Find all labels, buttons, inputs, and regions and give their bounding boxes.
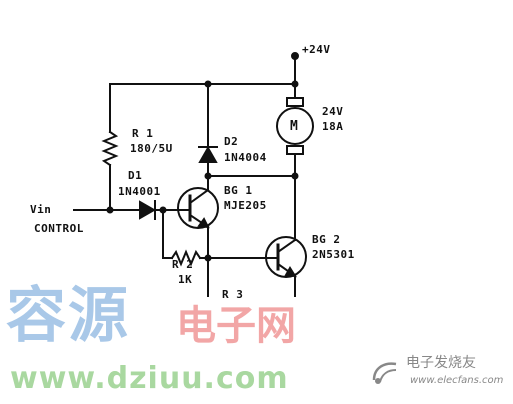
r3-ref-label: R 3	[222, 288, 244, 301]
elecfans-logo-text: 电子发烧友	[406, 355, 476, 371]
bg1-part-label: MJE205	[224, 199, 267, 212]
motor-voltage-label: 24V	[322, 105, 344, 118]
bg1-circle	[177, 187, 219, 229]
bg2-ref-label: BG 2	[312, 233, 341, 246]
r2-resistor	[162, 209, 209, 267]
vin-label: Vin	[30, 203, 52, 216]
watermark-brand: 容源	[6, 281, 130, 351]
r1-resistor	[101, 83, 119, 214]
elecfans-logo-icon	[372, 362, 397, 384]
motor-brush-top	[286, 97, 304, 107]
r1-value-label: 180/5U	[130, 142, 173, 155]
d2-part-label: 1N4004	[224, 151, 267, 164]
d1-ref-label: D1	[128, 169, 143, 182]
elecfans-logo-url: www.elecfans.com	[410, 375, 504, 386]
bg2-part-label: 2N5301	[312, 248, 355, 261]
r1-ref-label: R 1	[132, 127, 154, 140]
r2-value-label: 1K	[178, 273, 193, 286]
d1-triangle	[139, 200, 157, 220]
bg2-collector-lead	[276, 238, 297, 254]
motor-current-label: 18A	[322, 120, 344, 133]
bg1-emitter-arrow	[197, 217, 210, 229]
bg1-transistor	[177, 175, 219, 262]
supply-rail	[109, 52, 299, 88]
d2-triangle	[198, 145, 218, 163]
bg2-emitter-arrow	[284, 266, 297, 278]
bg2-circle	[265, 236, 307, 278]
d1-diode	[139, 200, 181, 220]
motor-circle	[276, 107, 314, 145]
d2-ref-label: D2	[224, 135, 239, 148]
watermark-subtitle: 电子网	[176, 303, 296, 349]
bg1-collector-lead	[188, 188, 210, 205]
d2-diode	[198, 83, 218, 180]
watermark-url: www.dziuu.com	[10, 361, 289, 396]
bg2-transistor	[265, 231, 307, 297]
r1-zigzag	[101, 130, 119, 167]
control-label: CONTROL	[34, 222, 84, 235]
motor-brush-bottom	[286, 145, 304, 155]
r2-ref-label: R 2	[172, 258, 194, 271]
motor-symbol-label: M	[290, 119, 299, 134]
elecfans-logo: 电子发烧友 www.elecfans.com	[370, 352, 510, 392]
d1-part-label: 1N4001	[118, 185, 161, 198]
r2-zigzag	[170, 249, 202, 267]
supply-label: +24V	[302, 43, 331, 56]
bg1-ref-label: BG 1	[224, 184, 253, 197]
